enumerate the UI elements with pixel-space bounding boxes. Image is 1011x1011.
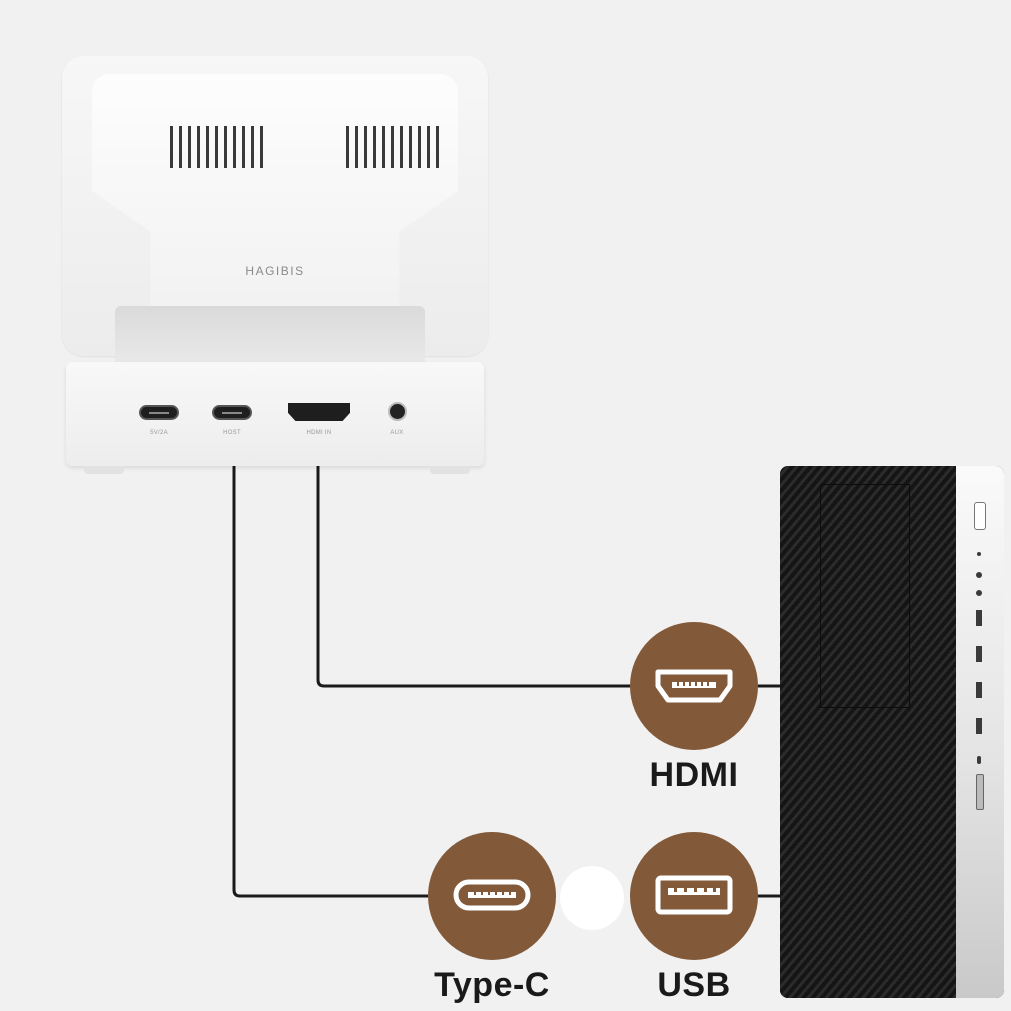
typec-cable	[232, 450, 432, 898]
type-c-port-icon	[453, 879, 531, 911]
hdmi-port-icon	[655, 669, 733, 703]
usbc-host-port	[212, 405, 252, 420]
usb-connector-badge	[630, 832, 758, 960]
power-button	[974, 502, 986, 530]
indicator-light	[977, 552, 981, 556]
port-label-aux: AUX	[390, 430, 404, 436]
front-usb-3	[976, 682, 982, 698]
monitor-rear-housing: HAGIBIS	[92, 74, 458, 346]
aux-port	[388, 402, 407, 421]
dock-foot-left	[84, 466, 124, 474]
hdmi-cable	[316, 450, 640, 688]
card-reader	[976, 774, 984, 810]
pc-front-panel	[820, 484, 910, 708]
audio-jack-1	[976, 572, 982, 578]
port-label-hdmi: HDMI IN	[306, 430, 332, 436]
audio-jack-2	[976, 590, 982, 596]
typec-label: Type-C	[434, 966, 550, 1004]
front-usb-2	[976, 646, 982, 662]
port-label-power: 5V/2A	[150, 430, 168, 436]
front-usb-1	[976, 610, 982, 626]
vent-left	[170, 126, 266, 168]
hdmi-in-port	[288, 403, 350, 421]
monitor-stand-neck	[115, 306, 425, 364]
port-label-host: HOST	[223, 430, 241, 436]
usb-label: USB	[657, 966, 731, 1004]
typec-connector-badge	[428, 832, 556, 960]
pc-front-mesh	[780, 466, 956, 998]
spacer-dot	[560, 866, 624, 930]
hdmi-label: HDMI	[649, 756, 739, 794]
front-usb-4	[976, 718, 982, 734]
brand-logo: HAGIBIS	[245, 264, 305, 278]
dock-foot-right	[430, 466, 470, 474]
hdmi-connector-badge	[630, 622, 758, 750]
front-usbc	[977, 756, 981, 764]
vent-right	[346, 126, 442, 168]
usbc-power-port	[139, 405, 179, 420]
pc-io-panel	[956, 466, 1004, 998]
usb-port-icon	[655, 875, 733, 915]
pc-tower	[780, 466, 1004, 998]
dock-base: 5V/2A HOST HDMI IN AUX	[66, 362, 484, 466]
monitor-back: HAGIBIS	[62, 56, 488, 356]
